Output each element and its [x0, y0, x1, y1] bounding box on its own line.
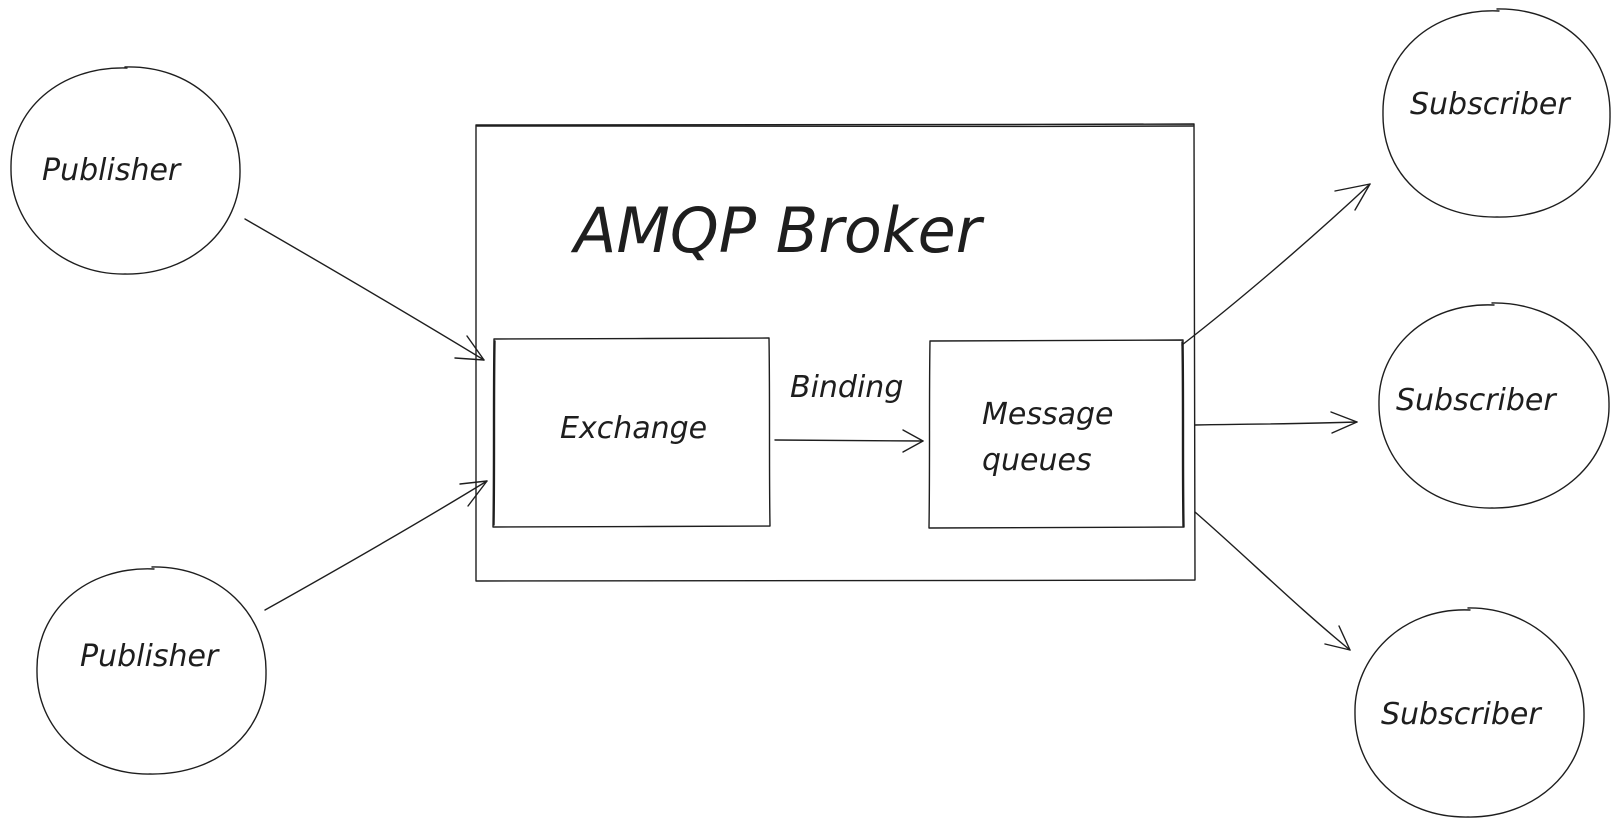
edge-queues-subscriber1	[1181, 183, 1371, 346]
edge-queues-subscriber3	[1194, 511, 1351, 651]
exchange-box	[492, 337, 771, 528]
subscriber-node-1[interactable]: Subscriber	[1382, 8, 1611, 218]
publisher-circle-2	[36, 566, 267, 775]
subscriber-circle-2	[1378, 302, 1610, 509]
subscriber-label-3: Subscriber	[1381, 697, 1542, 732]
subscriber-label-1: Subscriber	[1410, 87, 1571, 122]
edge-exchange-queues: Binding	[774, 370, 924, 453]
subscriber-node-3[interactable]: Subscriber	[1354, 607, 1585, 818]
publisher-circle-1	[10, 66, 241, 275]
subscriber-label-2: Subscriber	[1396, 383, 1557, 418]
publisher-node-2[interactable]: Publisher	[36, 566, 267, 775]
exchange-label: Exchange	[560, 411, 707, 446]
queues-box	[928, 339, 1185, 529]
publisher-label-1: Publisher	[42, 153, 182, 188]
publisher-label-2: Publisher	[80, 639, 220, 674]
queues-label-line2: queues	[982, 443, 1092, 478]
binding-label: Binding	[790, 370, 903, 405]
queues-label-line1: Message	[982, 397, 1113, 432]
subscriber-circle-3	[1354, 607, 1585, 818]
broker-box	[474, 123, 1196, 582]
broker-title: AMQP Broker	[570, 194, 985, 267]
edge-publisher1-exchange	[244, 218, 485, 361]
subscriber-circle-1	[1382, 8, 1611, 218]
publisher-node-1[interactable]: Publisher	[10, 66, 241, 275]
exchange-node[interactable]: Exchange	[492, 337, 771, 528]
queues-node[interactable]: Message queues	[928, 339, 1185, 529]
subscriber-node-2[interactable]: Subscriber	[1378, 302, 1610, 509]
broker-container: AMQP Broker	[474, 123, 1196, 582]
edge-publisher2-exchange	[264, 480, 488, 611]
edge-queues-subscriber2	[1194, 411, 1358, 434]
